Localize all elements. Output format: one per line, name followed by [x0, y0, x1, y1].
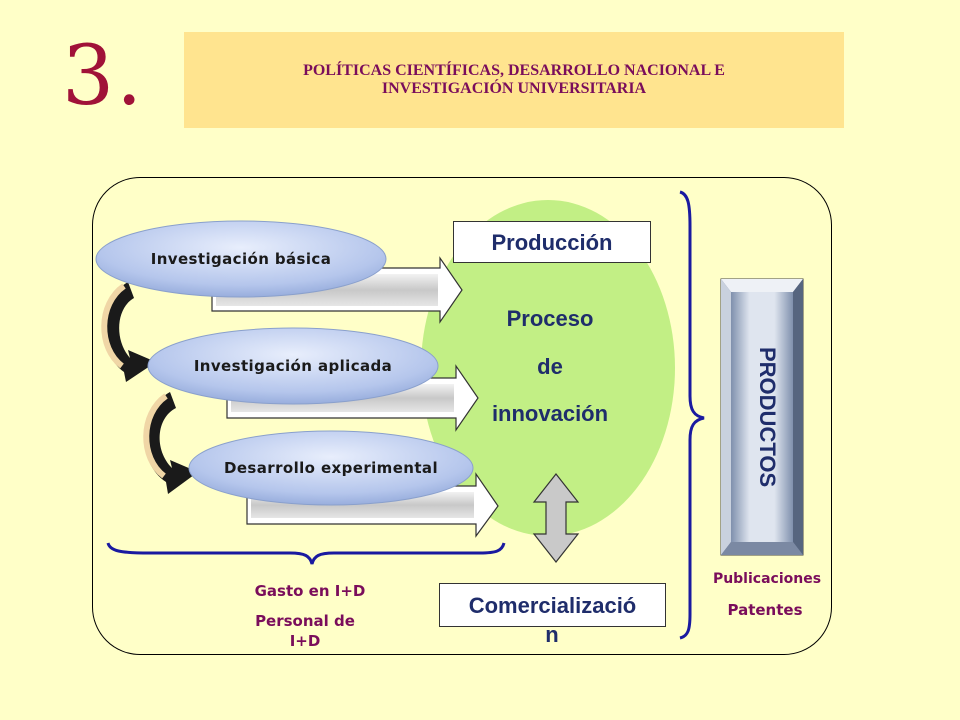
produccion-box: Producción — [453, 221, 651, 263]
proceso-line-2: de — [537, 354, 563, 379]
right-brace — [679, 190, 705, 640]
stage-label-experimental: Desarrollo experimental — [224, 459, 438, 477]
stage-label-aplicada: Investigación aplicada — [193, 357, 393, 375]
stage-ellipse-2 — [147, 327, 439, 405]
gasto-label: Gasto en I+D — [254, 582, 366, 600]
proceso-line-1: Proceso — [506, 306, 594, 331]
title-banner: POLÍTICAS CIENTÍFICAS, DESARROLLO NACION… — [184, 32, 844, 128]
patentes-label: Patentes — [727, 601, 803, 619]
stage-label-basica: Investigación básica — [150, 250, 332, 268]
stage-ellipse-3 — [188, 430, 474, 506]
double-arrow — [532, 473, 580, 563]
stage-ellipse-1 — [95, 220, 387, 298]
comercializacion-wrap: n — [545, 622, 559, 647]
slide-number: 3. — [62, 29, 145, 124]
personal-label-1: Personal de — [255, 612, 355, 630]
title-line-2: INVESTIGACIÓN UNIVERSITARIA — [381, 80, 647, 97]
publicaciones-label: Publicaciones — [712, 571, 822, 587]
innovation-oval — [421, 200, 675, 536]
proceso-line-3: innovación — [491, 401, 609, 426]
productos-box — [720, 278, 804, 556]
productos-label: PRODUCTOS — [755, 346, 780, 488]
comercializacion-box: Comercializació — [439, 583, 666, 627]
title-line-1: POLÍTICAS CIENTÍFICAS, DESARROLLO NACION… — [303, 62, 725, 79]
personal-label-2: I+D — [289, 632, 321, 650]
bottom-brace — [106, 542, 506, 565]
curved-arrow-2 — [143, 392, 198, 494]
curved-arrow-1 — [101, 282, 156, 382]
